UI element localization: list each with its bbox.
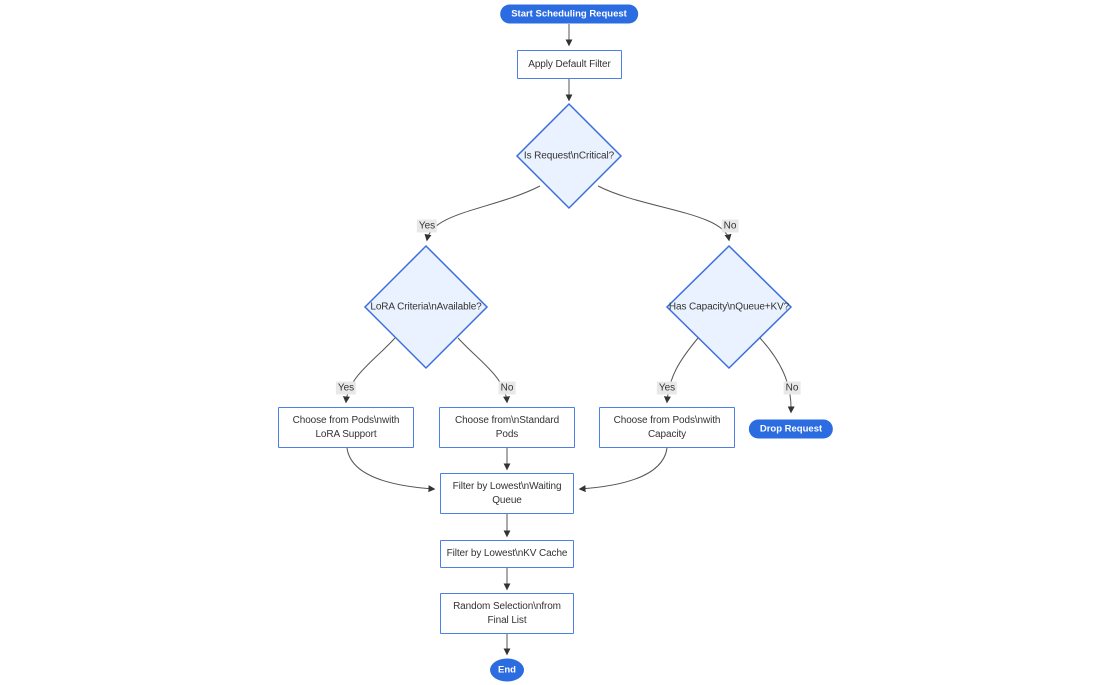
decision-is-critical-shape: [515, 102, 623, 210]
edge-capacity-no: [759, 337, 795, 414]
edge-label-lora-yes: Yes: [335, 381, 357, 395]
node-choose-capacity-pods: Choose from Pods\nwith Capacity: [599, 407, 735, 448]
edge-capacity-pods-to-filter-queue: [578, 447, 668, 493]
node-apply-default-filter-label: Apply Default Filter: [528, 58, 611, 70]
edge-is-critical-no: [597, 185, 732, 242]
node-is-critical-label: Is Request\nCritical?: [523, 150, 615, 162]
node-choose-lora-pods: Choose from Pods\nwith LoRA Support: [278, 407, 414, 448]
decision-lora-criteria-shape: [363, 244, 489, 370]
node-start: Start Scheduling Request: [500, 4, 638, 24]
edge-label-critical-yes: Yes: [416, 219, 438, 233]
node-filter-waiting-queue-label: Filter by Lowest\nWaiting Queue: [452, 480, 562, 506]
node-filter-kv-cache-label: Filter by Lowest\nKV Cache: [446, 548, 568, 559]
decision-has-capacity-shape: [665, 244, 793, 370]
node-end: End: [490, 658, 524, 682]
node-has-capacity-label: Has Capacity\nQueue+KV?: [668, 301, 790, 313]
edge-lora-yes: [342, 337, 396, 404]
node-choose-standard-pods-label: Choose from\nStandard Pods: [454, 414, 560, 440]
node-filter-kv-cache: Filter by Lowest\nKV Cache: [440, 540, 574, 568]
node-filter-waiting-queue: Filter by Lowest\nWaiting Queue: [440, 473, 574, 514]
edge-label-critical-no: No: [721, 219, 739, 233]
node-random-selection: Random Selection\nfrom Final List: [440, 593, 574, 634]
node-random-selection-label: Random Selection\nfrom Final List: [453, 600, 561, 626]
node-lora-criteria-label: LoRA Criteria\nAvailable?: [370, 301, 482, 313]
edge-lora-no: [457, 337, 511, 404]
edge-capacity-yes: [663, 337, 699, 404]
edge-label-capacity-yes: Yes: [656, 381, 678, 395]
edge-label-capacity-no: No: [783, 381, 801, 395]
node-apply-default-filter: Apply Default Filter: [517, 50, 622, 79]
edge-label-lora-no: No: [498, 381, 516, 395]
edge-lora-pods-to-filter-queue: [346, 447, 436, 493]
node-choose-standard-pods: Choose from\nStandard Pods: [439, 407, 575, 448]
node-choose-lora-pods-label: Choose from Pods\nwith LoRA Support: [292, 414, 400, 440]
edge-is-critical-yes: [424, 185, 541, 242]
node-choose-capacity-pods-label: Choose from Pods\nwith Capacity: [613, 414, 721, 440]
node-drop-request: Drop Request: [748, 419, 834, 439]
